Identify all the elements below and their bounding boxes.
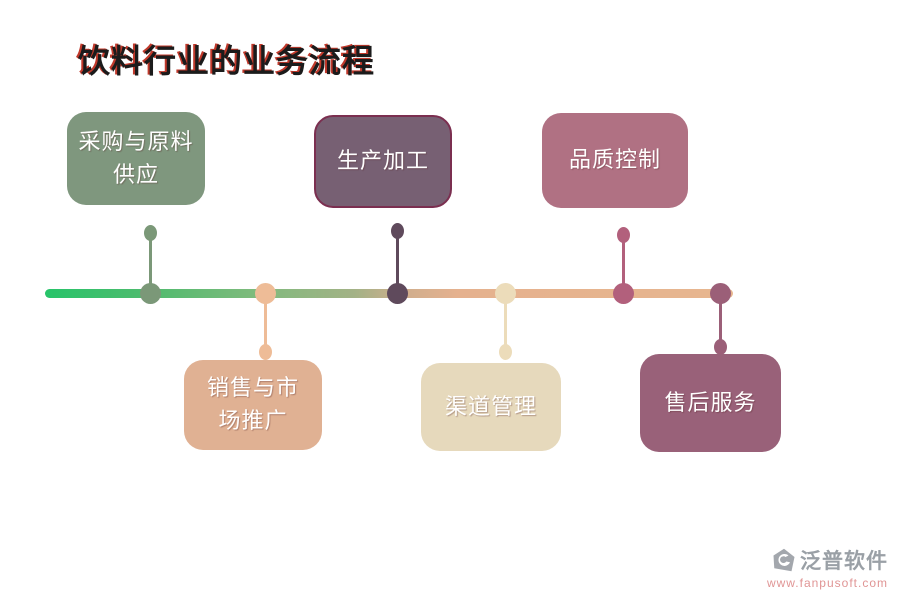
connector-stem-production	[395, 231, 399, 293]
node-label-sales-marketing-line-2: 场推广	[218, 409, 288, 434]
vendor-watermark: 泛普软件 www.fanpusoft.com	[767, 545, 888, 590]
small-dot-quality-control	[616, 227, 630, 243]
timeline-dot-production	[386, 282, 408, 304]
connector-stem-sales-marketing	[263, 293, 267, 352]
small-dot-channel-management	[498, 344, 512, 360]
timeline-dot-after-sales	[709, 282, 731, 304]
vendor-name: 泛普软件	[800, 550, 888, 573]
small-dot-production	[390, 223, 404, 239]
small-dot-procurement-supply	[143, 225, 157, 241]
connector-stem-procurement-supply	[148, 233, 152, 293]
fanpu-logo-icon	[772, 548, 796, 572]
vendor-url: www.fanpusoft.com	[766, 576, 888, 590]
node-label-quality-control-line-1: 品质控制	[568, 148, 661, 173]
connector-stem-quality-control	[621, 235, 625, 293]
page-title: 饮料行业的业务流程	[78, 42, 376, 80]
timeline-dot-procurement-supply	[139, 282, 161, 304]
node-box-after-sales: 售后服务	[640, 354, 781, 452]
node-label-production-line-1: 生产加工	[336, 149, 429, 174]
small-dot-sales-marketing	[258, 344, 272, 360]
connector-stem-after-sales	[718, 293, 722, 347]
node-box-sales-marketing: 销售与市场推广	[184, 360, 322, 450]
timeline-dot-quality-control	[612, 282, 634, 304]
node-box-quality-control: 品质控制	[542, 113, 688, 208]
node-label-channel-management-line-1: 渠道管理	[444, 394, 537, 420]
node-box-production: 生产加工	[314, 115, 452, 208]
node-label-procurement-supply-line-2: 供应	[112, 162, 159, 188]
small-dot-after-sales	[713, 339, 727, 355]
node-label-sales-marketing-line-1: 销售与市	[206, 376, 299, 401]
connector-stem-channel-management	[503, 293, 507, 352]
node-box-channel-management: 渠道管理	[421, 363, 561, 451]
node-box-procurement-supply: 采购与原料供应	[67, 112, 205, 205]
node-label-after-sales-line-1: 售后服务	[664, 390, 757, 416]
timeline-dot-channel-management	[494, 282, 516, 304]
timeline-dot-sales-marketing	[254, 282, 276, 304]
node-label-procurement-supply-line-1: 采购与原料	[78, 129, 194, 155]
